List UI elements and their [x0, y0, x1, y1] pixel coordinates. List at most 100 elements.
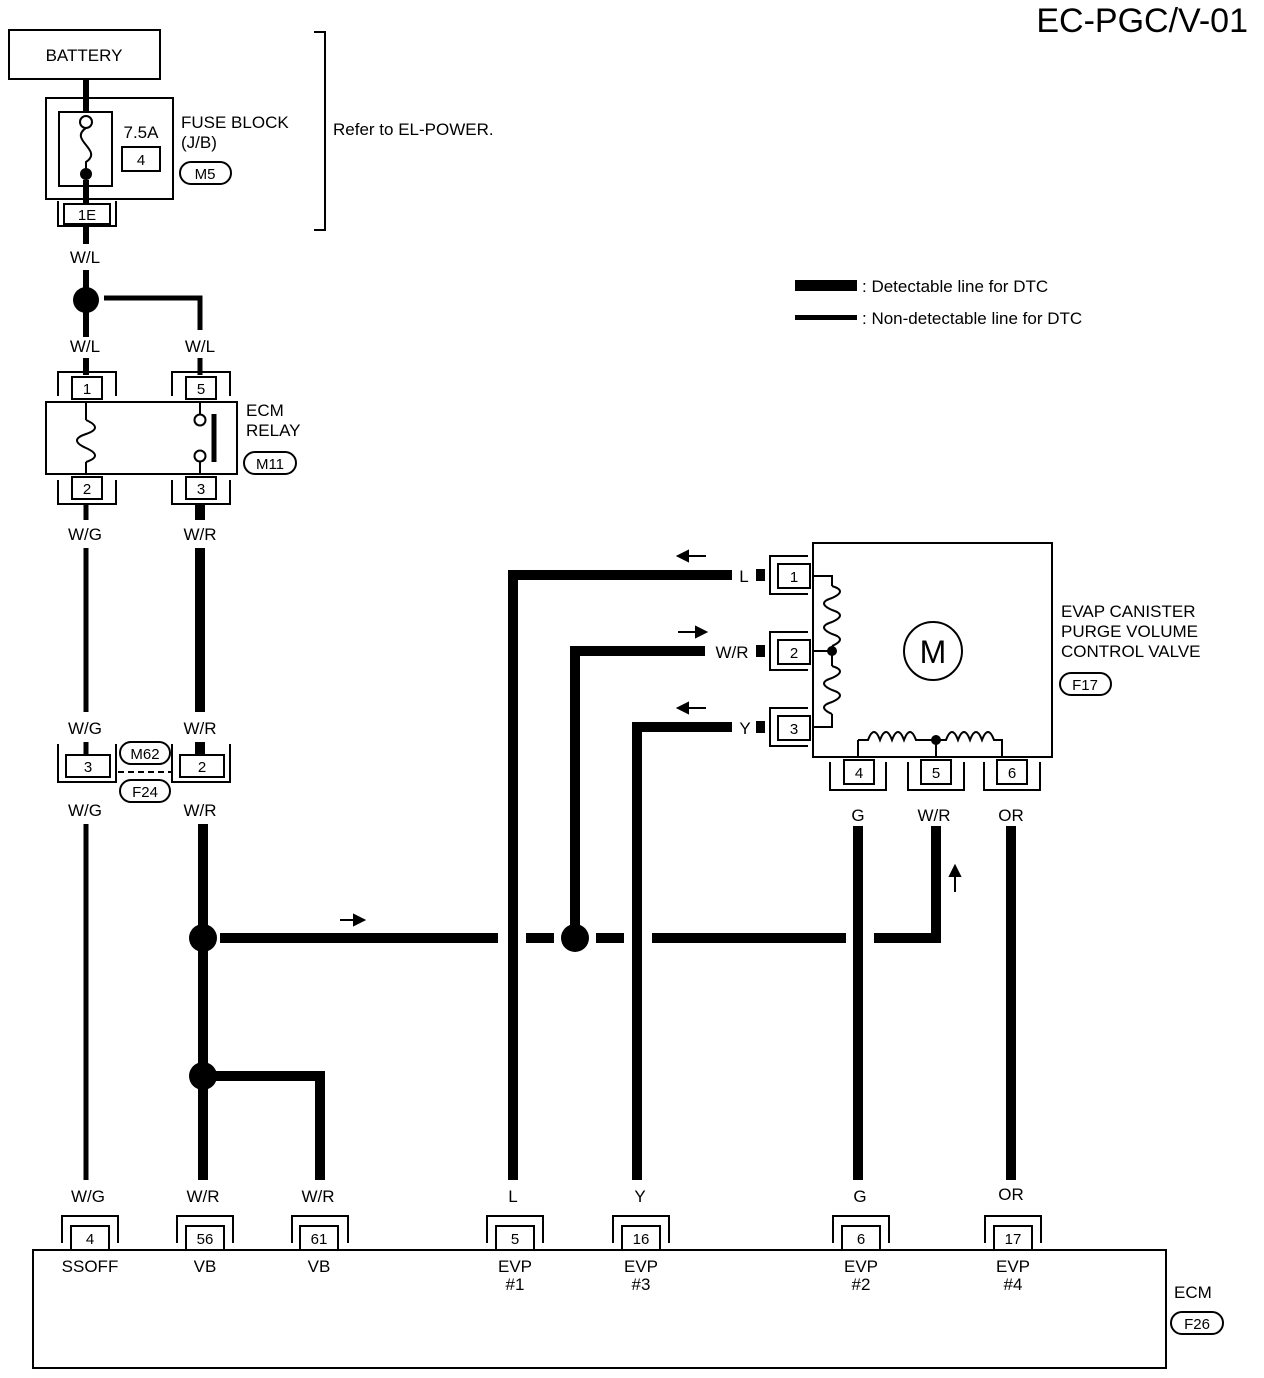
svg-text:#2: #2	[852, 1275, 871, 1294]
joint-ref-bottom: F24	[132, 784, 158, 801]
ecm-ref: F26	[1184, 1316, 1210, 1333]
junction-wr-3	[561, 924, 589, 952]
valve-pin4-label: 4	[855, 765, 863, 782]
ecm-wire-label-wr1: W/R	[186, 1187, 219, 1206]
legend-detectable: : Detectable line for DTC	[862, 277, 1048, 296]
wire-wr-label-1: W/R	[183, 525, 216, 544]
valve-pin1-frame	[769, 555, 808, 595]
wire-wr-label-3: W/R	[183, 801, 216, 820]
valve-pin4-frame	[829, 762, 887, 791]
svg-text:56: 56	[197, 1231, 214, 1248]
valve-pin1	[777, 563, 811, 589]
joint-pin3-frame	[57, 744, 117, 783]
svg-text:6: 6	[857, 1231, 865, 1248]
valve-ref: F17	[1072, 677, 1098, 694]
valve-pin4	[843, 759, 875, 785]
junction-wr-1	[189, 924, 217, 952]
valve-pin1-label: 1	[790, 569, 798, 586]
joint-pin3-label: 3	[84, 759, 92, 776]
arrow-left-icon	[675, 549, 706, 563]
wire-wr-label-2: W/R	[183, 719, 216, 738]
junction-wr-2	[189, 1062, 217, 1090]
svg-text:16: 16	[633, 1231, 650, 1248]
wire-wr-valve2	[570, 646, 705, 926]
joint-ref-top: M62	[130, 746, 159, 763]
wire-wr-to-valve5	[874, 826, 941, 943]
joint-ref-top-oval	[119, 741, 171, 765]
svg-text:#4: #4	[1004, 1275, 1023, 1294]
motor-label: M	[920, 634, 947, 670]
wire-wl-label-3: W/L	[185, 337, 215, 356]
legend-detectable-swatch	[795, 280, 857, 291]
fuse-block	[45, 97, 174, 207]
wire-wr-label-valve: W/R	[715, 643, 748, 662]
page-title: EC-PGC/V-01	[1036, 2, 1248, 40]
relay-ref-oval	[243, 451, 297, 475]
wire-wg-label-2: W/G	[68, 719, 102, 738]
svg-text:SSOFF: SSOFF	[62, 1257, 119, 1276]
joint-pin2-label: 2	[198, 759, 206, 776]
relay-name-1: ECM	[246, 401, 284, 420]
svg-text:#3: #3	[632, 1275, 651, 1294]
arrow-right-icon	[340, 913, 367, 927]
valve-ref-oval	[1059, 672, 1112, 696]
legend-nondetectable: : Non-detectable line for DTC	[862, 309, 1082, 328]
relay-ref: M11	[256, 456, 284, 473]
svg-text:EVP: EVP	[844, 1257, 878, 1276]
ecm-terminal: 17 EVP #4	[984, 1215, 1042, 1294]
motor-symbol	[903, 621, 963, 681]
svg-text:61: 61	[311, 1231, 328, 1248]
valve-pin5-label: 5	[932, 765, 940, 782]
valve-pin6	[996, 759, 1028, 785]
ecm-terminal: 56 VB	[176, 1215, 234, 1276]
valve-pin3-label: 3	[790, 721, 798, 738]
joint-pin3	[65, 754, 111, 778]
wire-l-label-valve: L	[739, 567, 748, 586]
ecm-name: ECM	[1174, 1283, 1212, 1302]
valve-coil-junction	[827, 646, 837, 656]
wire-wl-branch	[104, 295, 203, 330]
svg-text:5: 5	[511, 1231, 519, 1248]
relay-pin5-frame	[171, 371, 231, 396]
valve-name-3: CONTROL VALVE	[1061, 642, 1201, 661]
ecm-wire-label-or: OR	[998, 1185, 1024, 1204]
relay-pin1	[71, 376, 103, 400]
valve-pin6-label: 6	[1008, 765, 1016, 782]
svg-text:EVP: EVP	[498, 1257, 532, 1276]
ecm-wire-label-g: G	[853, 1187, 866, 1206]
relay-pin5	[185, 376, 217, 400]
refer-text: Refer to EL-POWER.	[333, 120, 494, 139]
relay-pin3-label: 3	[197, 481, 205, 498]
svg-text:VB: VB	[194, 1257, 217, 1276]
ecm-terminal: 16 EVP #3	[612, 1215, 670, 1294]
valve-pin5-frame	[907, 762, 965, 791]
wire-wr-to-61	[215, 1071, 325, 1180]
wire-l	[508, 570, 732, 1180]
valve-pin3-frame	[769, 707, 808, 747]
fuse-block-name: FUSE BLOCK	[181, 113, 289, 132]
valve-pin6-frame	[983, 762, 1041, 791]
ecm-wire-label-l: L	[508, 1187, 517, 1206]
relay-pin2	[71, 476, 103, 500]
ecm-terminal: 5 EVP #1	[486, 1215, 544, 1294]
refer-bracket	[314, 31, 326, 231]
relay-pin1-frame	[57, 371, 117, 396]
svg-text:VB: VB	[308, 1257, 331, 1276]
fuse-terminal-label: 1E	[78, 207, 96, 224]
fuse-terminal	[63, 203, 111, 225]
fuse-ref: M5	[195, 166, 216, 183]
joint-pin2-frame	[171, 744, 231, 783]
valve-pin1-nub	[756, 569, 765, 581]
junction-top	[73, 287, 99, 313]
wire-g-label-valve: G	[851, 806, 864, 825]
ecm-ref-oval	[1170, 1311, 1224, 1335]
relay-pin1-label: 1	[83, 381, 91, 398]
fuse-number: 4	[137, 152, 145, 169]
valve-pin2-frame	[769, 631, 808, 671]
ecm-wire-label-wg: W/G	[71, 1187, 105, 1206]
ecm-relay	[45, 401, 238, 475]
ecm-terminal: 6 EVP #2	[832, 1215, 890, 1294]
ecm-terminal: 4 SSOFF	[61, 1215, 119, 1276]
battery-label: BATTERY	[46, 46, 123, 65]
valve-pin3	[777, 715, 811, 741]
